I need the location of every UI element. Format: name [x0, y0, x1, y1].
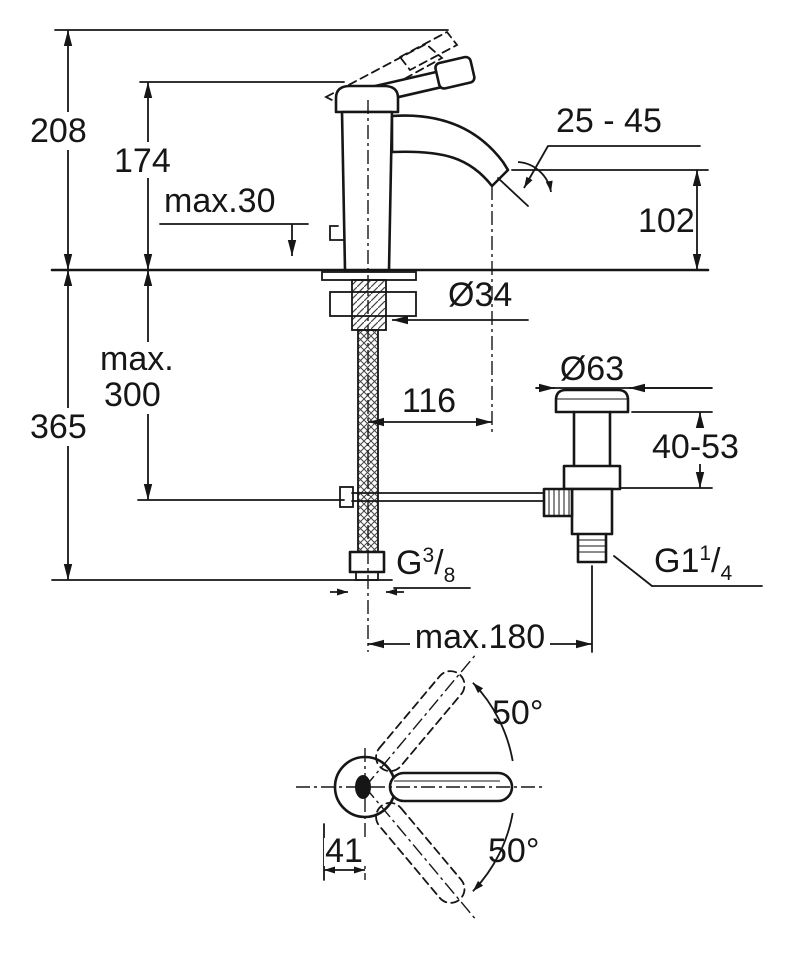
leader-25-45 — [523, 145, 549, 189]
swivel-arc-upper — [472, 682, 514, 762]
drain-flange — [554, 388, 630, 414]
drain-collar — [562, 464, 622, 491]
lever-dashed-upper — [375, 670, 466, 773]
threaded-shank — [351, 279, 387, 331]
dim-supply-thread-label: G3/8 — [396, 544, 455, 587]
faucet-body — [340, 110, 394, 272]
hose-nut — [348, 550, 386, 574]
dim-swivel-upper-label: 50° — [492, 694, 543, 732]
mounting-bracket — [329, 291, 417, 317]
handle-top-view — [296, 652, 545, 922]
dimension-labels: 208 174 max.30 25 - 45 102 Ø34 max. 300 … — [30, 102, 739, 870]
dim-total-height-label: 208 — [30, 112, 87, 150]
swivel-arc-lower — [472, 812, 514, 892]
dim-hose-length-label-1: max. — [100, 340, 174, 378]
dim-waste-adjust-range-label: 40-53 — [652, 428, 739, 466]
drain-body — [570, 487, 614, 536]
spout — [390, 114, 510, 188]
drain-tailpipe — [576, 532, 608, 564]
dim-max-deck-width-label: max.180 — [415, 618, 545, 656]
dim-hose-length-label-2: 300 — [104, 376, 161, 414]
dim-hole-diameter-label: Ø34 — [448, 276, 512, 314]
label-masks — [26, 112, 748, 866]
dim-waste-thread-label: G11/4 — [654, 542, 733, 585]
rod-clamp — [339, 486, 354, 508]
knurled-knob — [542, 487, 574, 518]
lever-dashed-lower — [375, 801, 466, 904]
dim-aerator-angle-label: 25 - 45 — [556, 102, 662, 140]
centerlines — [367, 100, 593, 653]
dim-handle-offset-label: 41 — [325, 832, 363, 870]
aerator-angle-indicator — [497, 161, 553, 207]
cartridge-dome — [334, 84, 400, 114]
dim-overall-depth-label: 365 — [30, 408, 87, 446]
faucet-front-view — [324, 30, 553, 272]
waste-drain-assembly — [542, 388, 630, 564]
pop-up-rod — [339, 486, 545, 508]
hose-tail — [355, 571, 379, 581]
mounting-hardware — [321, 271, 545, 581]
dim-spout-height-label: 102 — [638, 202, 695, 240]
dim-swivel-lower-label: 50° — [488, 832, 539, 870]
washer-plate — [321, 271, 417, 281]
dim-deck-thickness-label: max.30 — [164, 182, 276, 220]
dim-spout-reach-label: 116 — [402, 382, 456, 420]
leader-g114 — [613, 555, 653, 587]
lever-socket — [355, 775, 371, 799]
dim-waste-flange-diameter-label: Ø63 — [560, 350, 624, 388]
drain-pull-lever — [329, 225, 345, 241]
dim-body-height-label: 174 — [114, 142, 171, 180]
